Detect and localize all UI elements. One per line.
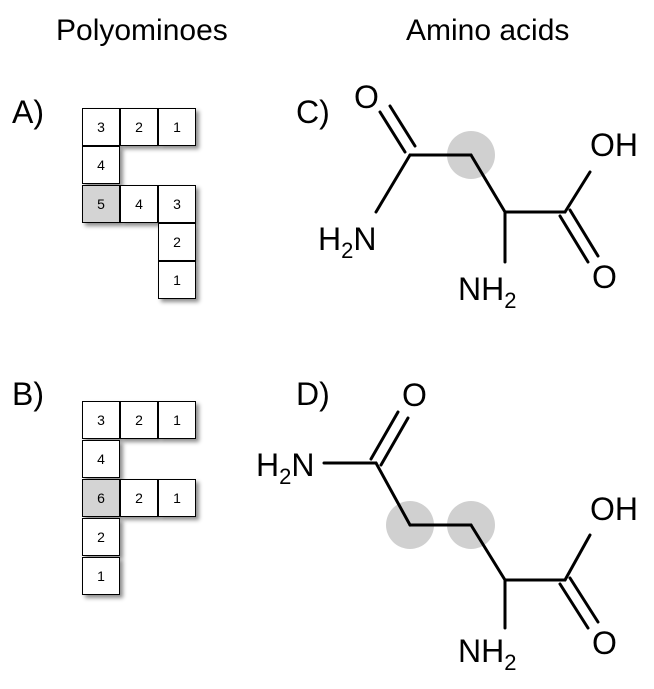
molecule-c: O H2N OH NH2 O (318, 79, 638, 313)
oxygen-label: O (354, 79, 379, 115)
polyomino-cell: 4 (120, 185, 158, 223)
polyomino-cell: 2 (82, 518, 120, 556)
hydroxyl-label: OH (590, 491, 638, 527)
oxygen-label: O (592, 259, 617, 295)
polyomino-cell: 2 (120, 401, 158, 439)
polyomino-cell: 2 (158, 223, 196, 261)
amino-group-label: NH2 (458, 271, 516, 313)
amino-acids-heading: Amino acids (406, 14, 570, 47)
hydroxyl-label: OH (590, 127, 638, 163)
polyomino-cell: 1 (82, 557, 120, 595)
polyomino-cell: 3 (82, 401, 120, 439)
panel-label-d: D) (296, 376, 330, 412)
panel-label-c: C) (296, 94, 330, 130)
polyomino-cell-highlighted: 5 (82, 185, 120, 223)
polyomino-cell: 1 (158, 261, 196, 299)
polyomino-cell: 2 (120, 108, 158, 146)
polyomino-cell: 4 (82, 440, 120, 478)
molecule-d: O H2N OH NH2 O (256, 377, 638, 675)
oxygen-label: O (592, 625, 617, 661)
polyominoes-heading: Polyominoes (56, 14, 228, 47)
panel-label-a: A) (12, 94, 44, 130)
polyomino-cell: 4 (82, 146, 120, 184)
polyomino-cell: 3 (158, 185, 196, 223)
polyomino-cell-highlighted: 6 (82, 479, 120, 517)
oxygen-label: O (402, 377, 427, 413)
amine-group-label: H2N (318, 221, 376, 263)
polyomino-cell: 1 (158, 108, 196, 146)
polyomino-cell: 3 (82, 108, 120, 146)
polyomino-cell: 1 (158, 401, 196, 439)
polyomino-cell: 1 (158, 479, 196, 517)
amino-group-label: NH2 (458, 633, 516, 675)
polyomino-cell: 2 (120, 479, 158, 517)
panel-label-b: B) (12, 376, 44, 412)
amine-group-label: H2N (256, 447, 314, 489)
